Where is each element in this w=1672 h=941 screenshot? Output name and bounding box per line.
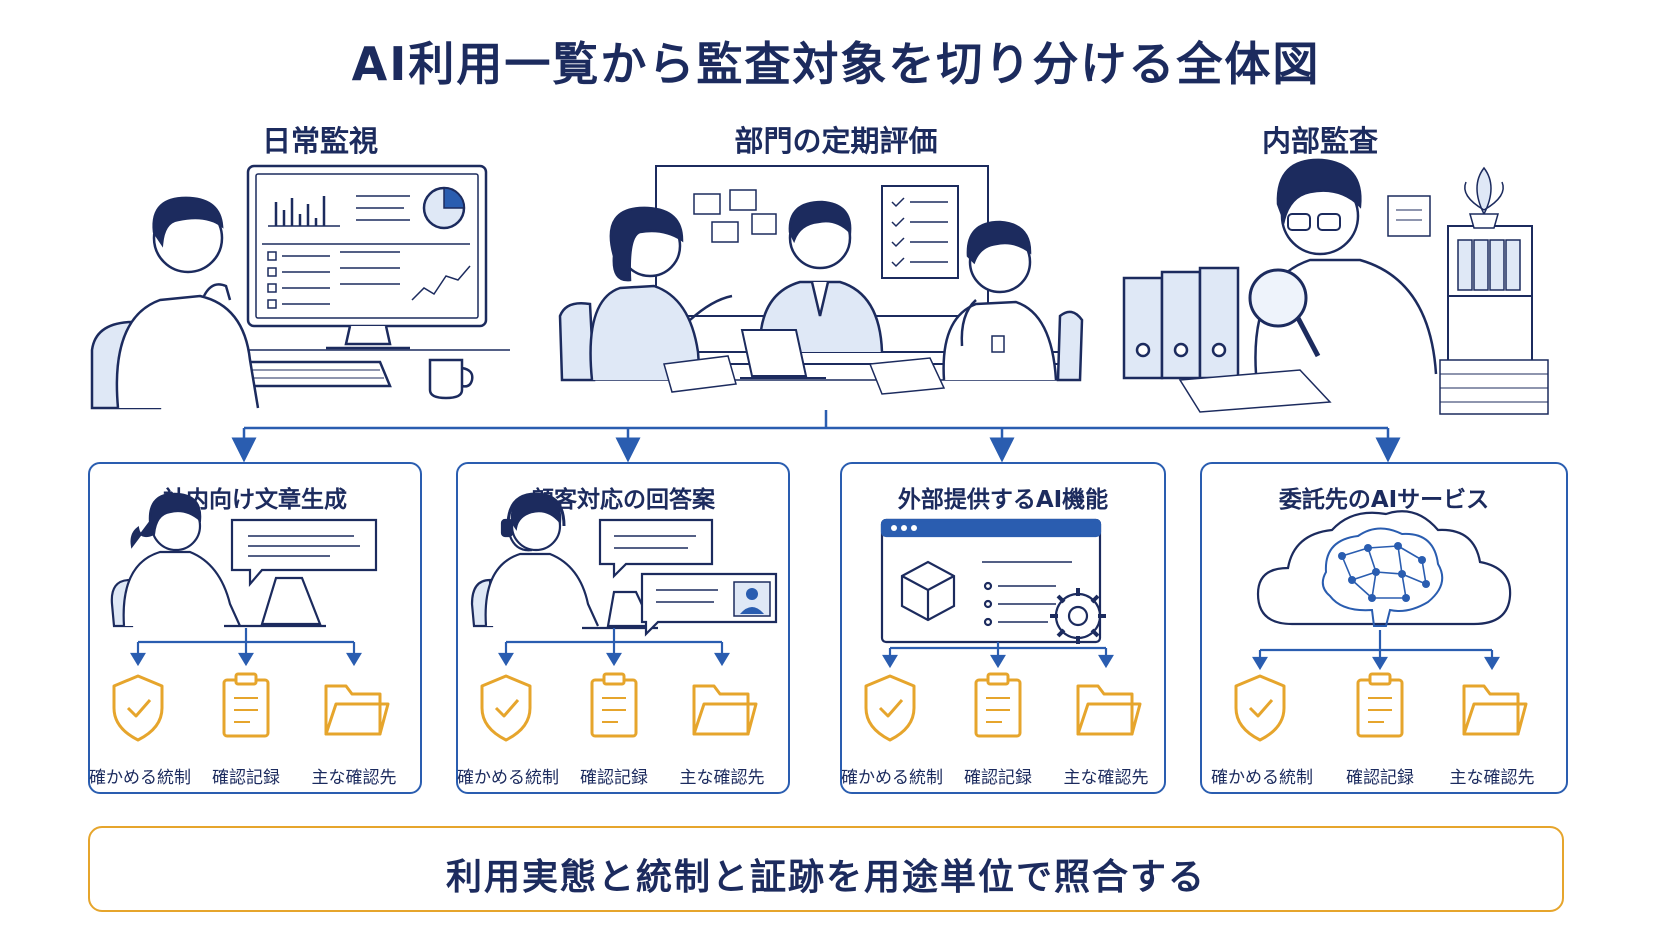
control-label: 確かめる統制 (841, 768, 943, 788)
chat-bubble-icon (230, 518, 378, 587)
usecase-illustration (110, 492, 390, 742)
usecase-title: 委託先のAIサービス (1278, 487, 1490, 513)
usecase-card-internal-writing: 社内向け文章生成 (88, 462, 422, 794)
control-label: 確かめる統制 (89, 768, 191, 788)
headset-icon (506, 492, 566, 527)
usecase-card-customer-reply: 顧客対応の回答案 (456, 462, 790, 794)
shield-check-icon (1234, 674, 1286, 742)
magnifier-icon (1248, 268, 1308, 328)
clipboard-icon (974, 678, 1022, 738)
contact-label: 主な確認先 (311, 768, 397, 788)
control-label: 確かめる統制 (1211, 768, 1313, 788)
scene-title-daily-monitoring: 日常監視 (261, 124, 378, 158)
contact-label: 主な確認先 (679, 768, 765, 788)
shield-check-icon (112, 674, 164, 742)
summary-box (88, 826, 1564, 912)
record-label: 確認記録 (212, 768, 280, 788)
department-review-illustration (558, 165, 1084, 395)
usecase-illustration (470, 492, 778, 742)
clipboard-icon (590, 678, 638, 738)
page-title: AI利用一覧から監査対象を切り分ける全体図 (351, 37, 1321, 91)
summary-text: 利用実態と統制と証跡を用途単位で照合する (445, 857, 1206, 898)
laptop-icon (260, 576, 322, 626)
record-label: 確認記録 (1346, 768, 1414, 788)
usecase-illustration (1234, 510, 1528, 742)
control-label: 確かめる統制 (457, 768, 559, 788)
scene-title-internal-audit: 内部監査 (1261, 124, 1378, 158)
cloud-icon (1256, 510, 1512, 626)
usecase-card-vendor-ai-service: 委託先のAIサービス (1200, 462, 1568, 794)
shield-check-icon (864, 674, 916, 742)
shield-check-icon (480, 674, 532, 742)
daily-monitoring-illustration (90, 164, 510, 410)
usecase-title: 外部提供するAI機能 (897, 487, 1109, 513)
internal-audit-illustration (1122, 158, 1549, 415)
record-label: 確認記録 (964, 768, 1032, 788)
brain-network-icon (1321, 527, 1444, 627)
contact-label: 主な確認先 (1063, 768, 1149, 788)
binder-icon (1122, 276, 1164, 380)
scene-title-department-review: 部門の定期評価 (734, 124, 938, 158)
clipboard-icon (222, 678, 270, 738)
record-label: 確認記録 (580, 768, 648, 788)
top-connector (231, 410, 1401, 463)
clipboard-icon (1356, 678, 1404, 738)
usecase-illustration (864, 518, 1142, 742)
laptop-icon (740, 329, 808, 377)
usecase-card-external-ai-feature: 外部提供するAI機能 (840, 462, 1166, 794)
contact-label: 主な確認先 (1449, 768, 1535, 788)
